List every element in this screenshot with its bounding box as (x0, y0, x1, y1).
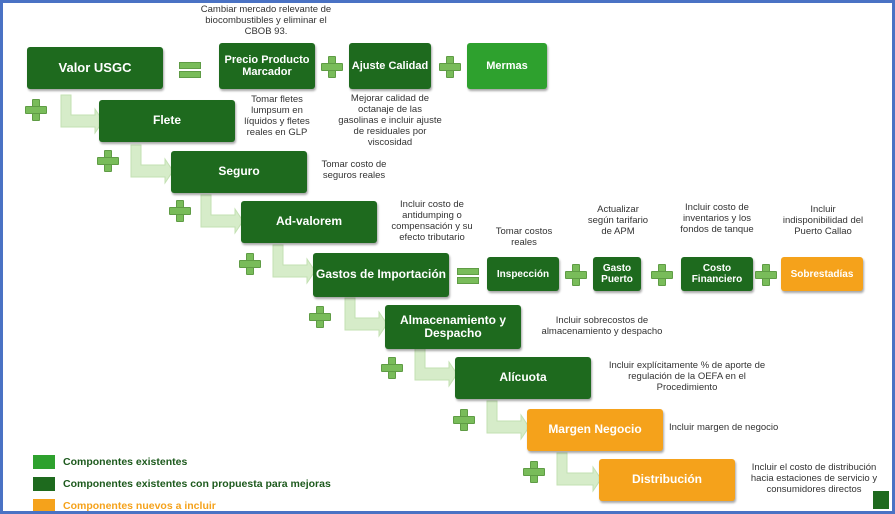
arrow-5 (344, 297, 388, 338)
ajuste-calidad-box: Ajuste Calidad (349, 43, 431, 89)
flete-note: Tomar fletes lumpsum en líquidos y flete… (244, 94, 310, 138)
distribucion-note: Incluir el costo de distribución hacia e… (750, 462, 878, 495)
seguro-box: Seguro (171, 151, 307, 193)
gasto-puerto-box: Gasto Puerto (593, 257, 641, 291)
precio-note: Cambiar mercado relevante de biocombusti… (200, 4, 332, 37)
inspeccion-box: Inspección (487, 257, 559, 291)
arrow-4 (272, 244, 316, 285)
alicuota-box: Alícuota (455, 357, 591, 399)
arrow-2 (130, 144, 174, 185)
legend-existing-improved: Componentes existentes con propuesta par… (63, 478, 331, 490)
valor-usgc-box: Valor USGC (27, 47, 163, 89)
plus-sign-9 (755, 264, 777, 286)
arrow-6 (414, 347, 458, 388)
alicuota-label: Alícuota (499, 370, 547, 385)
legend-swatch-new (33, 499, 55, 511)
precio-producto-marcador-box: Precio Producto Marcador (219, 43, 315, 89)
plus-sign-12 (453, 409, 475, 431)
sobrestadias-label: Sobrestadías (790, 268, 854, 280)
legend-existing: Componentes existentes (63, 456, 188, 468)
alicuota-note: Incluir explícitamente % de aporte de re… (608, 360, 766, 393)
legend-new: Componentes nuevos a incluir (63, 500, 216, 512)
arrow-1 (60, 94, 104, 135)
almacenamiento-despacho-box: Almacenamiento y Despacho (385, 305, 521, 349)
costo-financiero-label: Costo Financiero (691, 263, 743, 285)
gastos-importacion-box: Gastos de Importación (313, 253, 449, 297)
almacenamiento-despacho-label: Almacenamiento y Despacho (399, 312, 507, 340)
sobrestadias-box: Sobrestadías (781, 257, 863, 291)
legend-swatch-improved (33, 477, 55, 491)
seguro-note: Tomar costo de seguros reales (321, 159, 387, 181)
gastos-importacion-label: Gastos de Importación (315, 267, 447, 282)
gasto-puerto-note: Actualizar según tarifario de APM (587, 204, 649, 237)
corner-swatch (873, 491, 889, 509)
gasto-puerto-label: Gasto Puerto (601, 263, 633, 285)
plus-sign-1 (321, 56, 343, 78)
costo-financiero-box: Costo Financiero (681, 257, 753, 291)
margen-note: Incluir margen de negocio (669, 422, 779, 433)
plus-sign-6 (239, 253, 261, 275)
ad-valorem-note: Incluir costo de antidumping o compensac… (391, 199, 473, 243)
seguro-label: Seguro (218, 164, 260, 179)
plus-sign-4 (97, 150, 119, 172)
ajuste-calidad-label: Ajuste Calidad (351, 59, 429, 72)
ad-valorem-label: Ad-valorem (275, 214, 343, 229)
arrow-3 (200, 194, 244, 235)
flete-box: Flete (99, 100, 235, 142)
valor-usgc-label: Valor USGC (58, 59, 132, 75)
inspeccion-label: Inspección (496, 268, 550, 280)
mermas-label: Mermas (486, 59, 528, 72)
plus-sign-13 (523, 461, 545, 483)
arrow-8 (556, 452, 602, 493)
equals-sign-1 (179, 60, 201, 80)
legend-swatch-existing (33, 455, 55, 469)
margen-negocio-box: Margen Negocio (527, 409, 663, 451)
costo-financiero-note: Incluir costo de inventarios y los fondo… (680, 202, 754, 235)
plus-sign-11 (381, 357, 403, 379)
almacenamiento-note: Incluir sobrecostos de almacenamiento y … (541, 315, 663, 337)
plus-sign-10 (309, 306, 331, 328)
plus-sign-2 (439, 56, 461, 78)
connector-arrows (60, 94, 602, 493)
arrow-7 (486, 400, 530, 441)
ad-valorem-box: Ad-valorem (241, 201, 377, 243)
plus-sign-5 (169, 200, 191, 222)
ajuste-note: Mejorar calidad de octanaje de las gasol… (338, 93, 442, 148)
plus-sign-8 (651, 264, 673, 286)
plus-sign-7 (565, 264, 587, 286)
equals-sign-2 (457, 266, 479, 286)
inspeccion-note: Tomar costos reales (495, 226, 553, 248)
precio-producto-marcador-label: Precio Producto Marcador (224, 53, 310, 78)
flete-label: Flete (152, 113, 181, 128)
plus-sign-3 (25, 99, 47, 121)
distribucion-label: Distribución (631, 472, 702, 487)
mermas-box: Mermas (467, 43, 547, 89)
distribucion-box: Distribución (599, 459, 735, 501)
margen-negocio-label: Margen Negocio (548, 422, 642, 437)
sobrestadias-note: Incluir indisponibilidad del Puerto Call… (782, 204, 864, 237)
